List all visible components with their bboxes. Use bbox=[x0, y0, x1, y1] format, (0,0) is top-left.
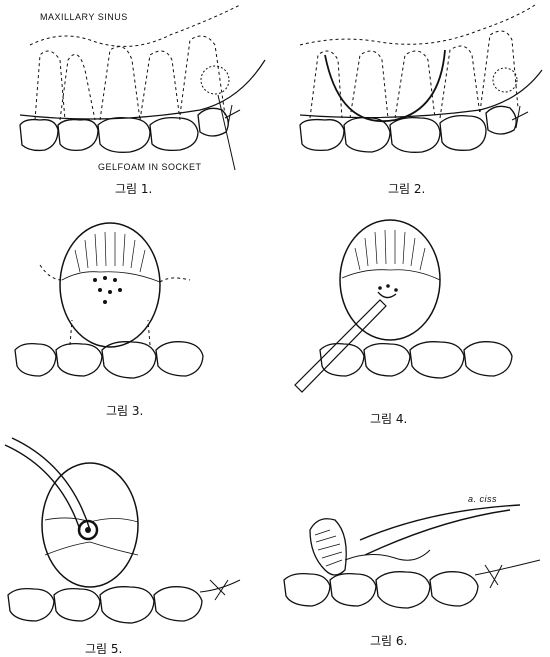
packing-center bbox=[85, 527, 91, 533]
bone-perforation bbox=[108, 290, 112, 294]
sinus-floor-outline bbox=[30, 5, 240, 46]
figure-4: 그림 4. bbox=[280, 210, 550, 420]
opening-dot bbox=[386, 284, 390, 288]
tooth-crown bbox=[8, 589, 54, 621]
tooth-crown bbox=[330, 574, 376, 606]
figure-5-drawing bbox=[0, 430, 275, 657]
root-outline bbox=[395, 51, 435, 118]
tooth-crown bbox=[486, 106, 516, 134]
gum-line bbox=[300, 70, 542, 118]
tooth-crown bbox=[344, 118, 390, 152]
tooth-crown bbox=[15, 344, 56, 376]
root-outline bbox=[440, 46, 480, 118]
tooth-crown bbox=[440, 116, 486, 151]
surgical-instrument bbox=[295, 300, 386, 392]
tooth-crown bbox=[98, 118, 150, 153]
gum-line bbox=[475, 560, 540, 575]
flap-hatching bbox=[355, 230, 425, 270]
tooth-crown bbox=[154, 587, 202, 621]
root-outline bbox=[70, 320, 150, 345]
figure-1: MAXILLARY SINUS GELFOAM IN SOCKET 그림 1. bbox=[0, 0, 275, 200]
root-outline bbox=[35, 51, 65, 120]
sinus-opening bbox=[378, 292, 396, 298]
figure-6-caption: 그림 6. bbox=[370, 632, 407, 649]
tooth-crown bbox=[284, 574, 330, 606]
flap-hatching bbox=[75, 232, 145, 272]
soft-tissue-line bbox=[45, 542, 138, 555]
suture-mark bbox=[215, 580, 228, 600]
reflected-flap bbox=[60, 223, 160, 347]
suture-mark bbox=[516, 106, 520, 128]
tooth-crown bbox=[150, 118, 198, 151]
tooth-crown bbox=[376, 572, 430, 608]
figure-2-drawing bbox=[280, 0, 550, 200]
figure-4-caption: 그림 4. bbox=[370, 410, 407, 427]
tooth-crown bbox=[54, 589, 100, 621]
suction-tube bbox=[12, 438, 90, 530]
soft-tissue-line bbox=[345, 550, 430, 560]
gum-line bbox=[20, 60, 265, 119]
bone-perforation bbox=[113, 278, 117, 282]
figure-3: 그림 3. bbox=[0, 210, 275, 420]
figure-6-drawing bbox=[280, 430, 550, 657]
figure-4-drawing bbox=[280, 210, 550, 420]
bone-perforation bbox=[103, 300, 107, 304]
tooth-crown bbox=[156, 342, 203, 376]
bone-perforation bbox=[118, 288, 122, 292]
bone-perforation bbox=[98, 288, 102, 292]
gelfoam-label: GELFOAM IN SOCKET bbox=[98, 162, 202, 172]
tooth-crown bbox=[390, 118, 440, 153]
root-outline bbox=[480, 31, 518, 112]
opening-dot bbox=[394, 288, 398, 292]
flap-margin bbox=[342, 270, 440, 280]
root-outline bbox=[140, 51, 180, 120]
scissors-instrument bbox=[365, 510, 510, 555]
reflected-flap bbox=[340, 220, 440, 340]
suture-mark bbox=[225, 110, 240, 118]
reflected-flap bbox=[42, 463, 138, 587]
suture-mark bbox=[490, 565, 502, 588]
figure-6: a. ciss 그림 6. bbox=[280, 430, 550, 657]
tooth-crown bbox=[56, 344, 102, 376]
figure-5: 그림 5. bbox=[0, 430, 275, 657]
flap-margin bbox=[62, 272, 160, 282]
tooth-crown bbox=[364, 344, 410, 376]
tooth-crown bbox=[20, 120, 58, 151]
gelfoam-socket-circle bbox=[493, 68, 517, 92]
figure-2: 그림 2. bbox=[280, 0, 550, 200]
tooth-crown bbox=[300, 120, 344, 151]
gelfoam-socket-circle bbox=[201, 66, 229, 94]
figure-1-caption: 그림 1. bbox=[115, 180, 152, 197]
tooth-crown bbox=[410, 342, 464, 378]
figure-3-drawing bbox=[0, 210, 275, 420]
bone-perforation bbox=[103, 276, 107, 280]
tooth-crown bbox=[100, 587, 154, 623]
root-outline bbox=[60, 54, 95, 120]
suture-mark bbox=[485, 565, 498, 585]
flap-margin bbox=[45, 518, 138, 522]
gelfoam-leader-line bbox=[218, 95, 235, 170]
opening-dot bbox=[378, 286, 382, 290]
figure-2-caption: 그림 2. bbox=[388, 180, 425, 197]
root-outline bbox=[350, 51, 388, 118]
scissors-instrument bbox=[360, 505, 520, 540]
flap-hatching bbox=[315, 530, 342, 566]
root-outline bbox=[100, 47, 140, 120]
figure-5-caption: 그림 5. bbox=[85, 640, 122, 657]
sinus-floor-outline bbox=[300, 5, 535, 45]
tooth-crown bbox=[58, 120, 98, 151]
tooth-crown bbox=[430, 572, 478, 606]
tooth-crown bbox=[464, 342, 512, 376]
tooth-crown bbox=[320, 344, 364, 376]
figure-3-caption: 그림 3. bbox=[106, 402, 143, 419]
bone-perforation bbox=[93, 278, 97, 282]
